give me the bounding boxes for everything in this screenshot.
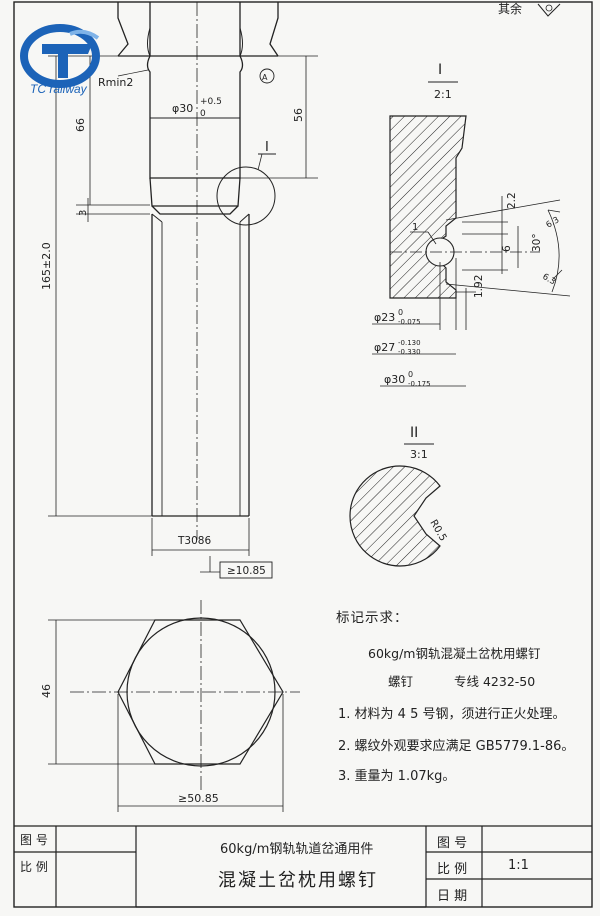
detail-marker-i: I: [265, 140, 269, 155]
logo-text: TC rallway: [30, 82, 87, 96]
detail1-d30-tol1: 0: [408, 370, 413, 379]
detail1-dim-30deg: 30°: [531, 233, 543, 252]
dim-rmin2: Rmin2: [98, 76, 133, 89]
tb-scale-value: 1:1: [508, 858, 529, 873]
detail2-section: [349, 465, 441, 567]
tb-drawing-no-label2: 图 号: [437, 836, 468, 851]
bolt-side-view: [117, 2, 279, 517]
dim-165: 165±2.0: [40, 242, 53, 290]
notes-part-name: 60kg/m钢轨混凝土岔枕用螺钉: [368, 646, 541, 661]
notes-item-1: 1. 材料为 4 5 号钢，须进行正火处理。: [338, 707, 566, 722]
notes-item-2: 2. 螺纹外观要求应满足 GB5779.1-86。: [338, 739, 575, 754]
detail1-title: I: [438, 62, 442, 78]
detail1-dim-6: 6: [501, 245, 513, 252]
detail1-dim-192: 1.92: [473, 275, 485, 298]
tb-title: 混凝土岔枕用螺钉: [218, 870, 378, 891]
notes-spec-b: 专线 4232-50: [454, 674, 536, 689]
tb-scale-label: 比 例: [437, 862, 468, 877]
datum-label: A: [262, 73, 268, 82]
roughness-label: 其余: [498, 1, 522, 16]
detail-circle-i: [216, 166, 276, 226]
detail1-roughness-1: 6.3: [545, 215, 562, 230]
detail1-d27-tol2: -0.330: [398, 348, 421, 356]
roughness-symbol: [537, 3, 561, 17]
detail1-d27: φ27: [374, 341, 395, 354]
dim-ge10-85: ≥10.85: [227, 565, 266, 577]
tb-ratio-label-left: 比 例: [20, 860, 48, 874]
dim-d30: φ30: [172, 102, 193, 115]
dim-46: 46: [40, 684, 53, 698]
dim-d30-tol0: 0: [200, 109, 206, 119]
detail2-scale: 3:1: [410, 448, 428, 461]
notes-heading: 标记示求：: [336, 610, 409, 626]
dim-thread: T3086: [177, 535, 211, 547]
dim-66: 66: [74, 118, 87, 132]
box-ge10-85: [219, 561, 273, 579]
dim-d30-tol: +0.5: [200, 97, 222, 107]
detail1-leader-1: 1: [412, 222, 418, 233]
detail1-d30: φ30: [384, 373, 405, 386]
detail1-scale: 2:1: [434, 88, 452, 101]
detail1-d30-tol2: -0.175: [408, 380, 431, 388]
detail2-title: II: [410, 425, 418, 441]
dim-56: 56: [292, 108, 305, 122]
sheet-border: [13, 1, 593, 908]
notes-spec: 螺钉 专线 4232-50: [388, 674, 535, 689]
title-block: [14, 825, 592, 908]
datum-circle: [259, 68, 275, 84]
tb-drawing-no-label: 图 号: [20, 833, 48, 847]
notes-item-3: 3. 重量为 1.07kg。: [338, 769, 456, 784]
detail1-d23-tol: 0: [398, 308, 403, 317]
tb-series: 60kg/m钢轨轨道岔通用件: [220, 842, 374, 857]
detail1-d23: φ23: [374, 311, 395, 324]
detail1-d23-tol2: -0.075: [398, 318, 421, 326]
dim-ge50-85: ≥50.85: [178, 792, 219, 805]
dim-3: 3: [78, 210, 89, 216]
notes-spec-a: 螺钉: [388, 674, 414, 689]
detail1-dim-22: 2.2: [506, 192, 518, 209]
logo-icon: [20, 24, 100, 88]
detail1-d27-tol1: -0.130: [398, 339, 421, 347]
detail1-section: [389, 115, 467, 299]
tb-date-label: 日 期: [437, 889, 468, 904]
dim-lines-left: [48, 55, 318, 572]
